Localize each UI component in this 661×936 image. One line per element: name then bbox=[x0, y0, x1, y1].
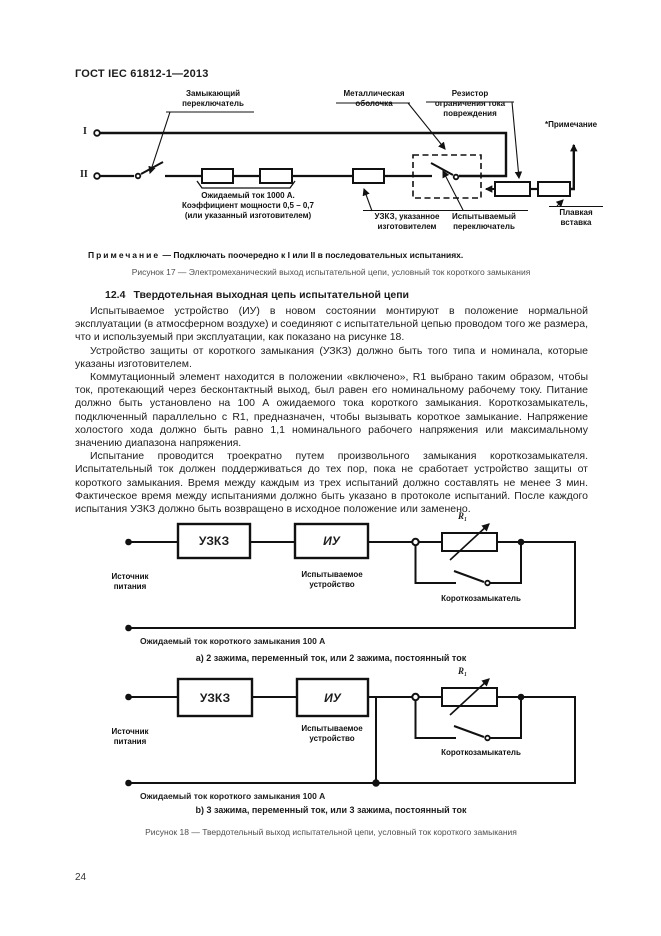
figure18b-caption: b) 3 зажима, переменный ток, или 3 зажим… bbox=[195, 805, 467, 815]
prospective-current-label-b: Ожидаемый ток короткого замыкания 100 А bbox=[140, 791, 326, 801]
section-body: Испытываемое устройство (ИУ) в новом сос… bbox=[75, 305, 588, 516]
switch-under-test-label: Испытываемый переключатель bbox=[452, 212, 516, 232]
figure17-diagram bbox=[93, 101, 603, 212]
iu-box-label-b: ИУ bbox=[324, 690, 341, 705]
uzkz-box-label-b: УЗКЗ bbox=[199, 690, 231, 705]
power-source-label-b: Источник питания bbox=[111, 727, 149, 747]
device-under-test-label-b: Испытываемое устройство bbox=[301, 724, 363, 744]
iu-box-label-a: ИУ bbox=[323, 534, 340, 548]
note-pointer-label: *Примечание bbox=[545, 120, 598, 129]
metal-enclosure-label: Металлическая оболочка bbox=[343, 89, 405, 109]
short-circuiter-label-b: Короткозамыкатель bbox=[441, 748, 521, 757]
page-header: ГОСТ IEC 61812-1—2013 bbox=[75, 68, 209, 80]
closing-switch-label: Замыкающий переключатель bbox=[182, 89, 244, 109]
figure18a-caption: а) 2 зажима, переменный ток, или 2 зажим… bbox=[195, 653, 467, 663]
r1-label-b: R₁ bbox=[458, 666, 468, 676]
note-text: — Подключать поочередно к I или II в пос… bbox=[162, 250, 464, 260]
figure18-caption: Рисунок 18 — Твердотельный выход испытат… bbox=[145, 827, 517, 837]
figure17-note: Примечание — Подключать поочередно к I и… bbox=[88, 250, 593, 260]
paragraph: Испытание проводится троекратно путем пр… bbox=[75, 450, 588, 516]
expected-current-label: Ожидаемый ток 1000 А. Коэффициент мощнос… bbox=[182, 191, 314, 221]
short-circuiter-label-a: Короткозамыкатель bbox=[441, 594, 521, 603]
page-number: 24 bbox=[75, 872, 87, 883]
fault-resistor-label: Резистор ограничения тока повреждения bbox=[434, 89, 506, 119]
figure17-caption: Рисунок 17 — Электромеханический выход и… bbox=[131, 267, 531, 277]
section-title: Твердотельная выходная цепь испытательно… bbox=[133, 289, 409, 301]
device-under-test-label-a: Испытываемое устройство bbox=[301, 570, 363, 590]
paragraph: Коммутационный элемент находится в полож… bbox=[75, 371, 588, 450]
terminal-ii-label: II bbox=[80, 169, 88, 180]
section-number: 12.4 bbox=[105, 289, 126, 301]
power-source-label-a: Источник питания bbox=[111, 572, 149, 592]
note-word: Примечание bbox=[88, 250, 161, 260]
section-heading: 12.4 Твердотельная выходная цепь испытате… bbox=[105, 289, 409, 301]
uzkz-box-label-a: УЗКЗ bbox=[198, 534, 230, 548]
prospective-current-label-a: Ожидаемый ток короткого замыкания 100 А bbox=[140, 636, 326, 646]
paragraph: Устройство защиты от короткого замыкания… bbox=[75, 344, 588, 370]
fuse-label: Плавкая вставка bbox=[559, 208, 593, 228]
figure18a-diagram bbox=[125, 522, 576, 632]
uzkz-label: УЗКЗ, указанное изготовителем bbox=[374, 212, 440, 232]
figure18b-diagram bbox=[125, 677, 576, 787]
paragraph: Испытываемое устройство (ИУ) в новом сос… bbox=[75, 305, 588, 344]
terminal-i-label: I bbox=[83, 126, 87, 137]
r1-label-a: R₁ bbox=[458, 511, 468, 521]
